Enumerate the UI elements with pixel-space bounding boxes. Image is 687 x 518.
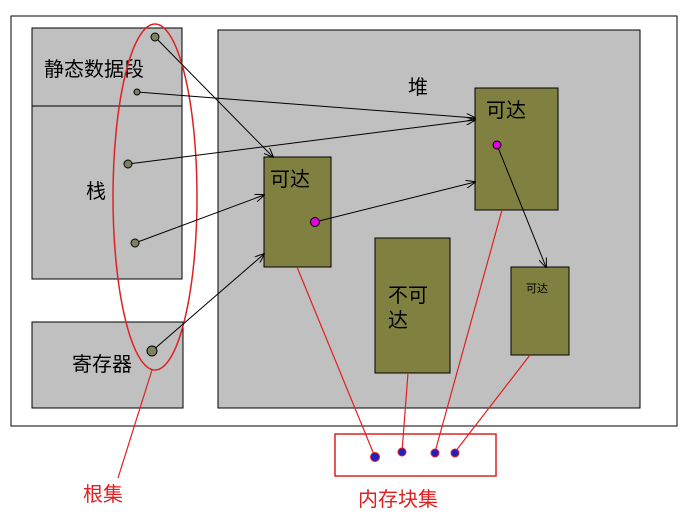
stack-label: 栈 xyxy=(86,179,106,203)
root-set-ellipse xyxy=(112,23,198,371)
reachable-label-middle: 可达 xyxy=(270,167,310,191)
registers-label: 寄存器 xyxy=(72,352,132,376)
arrow-top-right-to-small xyxy=(496,144,546,267)
root-dot-static-1 xyxy=(150,32,160,42)
memory-line-unreachable xyxy=(401,372,409,453)
reachable-label-top-right: 可达 xyxy=(486,98,526,122)
root-dot-stack-2 xyxy=(130,238,140,248)
root-dot-register xyxy=(146,345,158,357)
memory-blocks-label: 内存块集 xyxy=(358,487,438,511)
reachable-block-middle xyxy=(263,156,332,268)
memory-line-middle xyxy=(296,266,376,458)
root-dot-stack-1 xyxy=(123,159,133,169)
unreachable-label-line2: 达 xyxy=(388,308,408,332)
arrow-static1-to-middle xyxy=(154,36,273,157)
memory-line-top-right xyxy=(434,209,503,453)
pointer-dot-top-right xyxy=(492,140,502,150)
arrow-stack2-to-middle xyxy=(134,195,264,244)
root-set-pointer-line xyxy=(117,369,153,479)
heap-label: 堆 xyxy=(408,75,428,99)
arrow-register-to-middle xyxy=(151,254,264,352)
memory-blocks-box xyxy=(334,433,497,477)
reachable-block-small xyxy=(510,266,570,356)
memory-line-small xyxy=(454,354,531,453)
unreachable-block xyxy=(374,237,451,374)
memory-dot-1 xyxy=(370,452,380,462)
stack-region xyxy=(31,105,183,280)
reachable-block-top-right xyxy=(474,87,559,211)
unreachable-label-line1: 不可 xyxy=(388,283,428,307)
memory-dot-4 xyxy=(450,448,460,458)
root-dot-static-2 xyxy=(133,88,141,96)
reachable-label-small: 可达 xyxy=(526,282,548,295)
root-set-label: 根集 xyxy=(83,482,123,506)
memory-dot-2 xyxy=(397,447,407,457)
memory-dot-3 xyxy=(430,448,440,458)
arrow-static2-to-top-right xyxy=(136,91,475,118)
pointer-dot-middle xyxy=(310,217,320,227)
arrow-middle-to-top-right xyxy=(314,182,475,223)
arrow-stack1-to-top-right xyxy=(127,120,475,165)
registers-region xyxy=(31,321,184,409)
